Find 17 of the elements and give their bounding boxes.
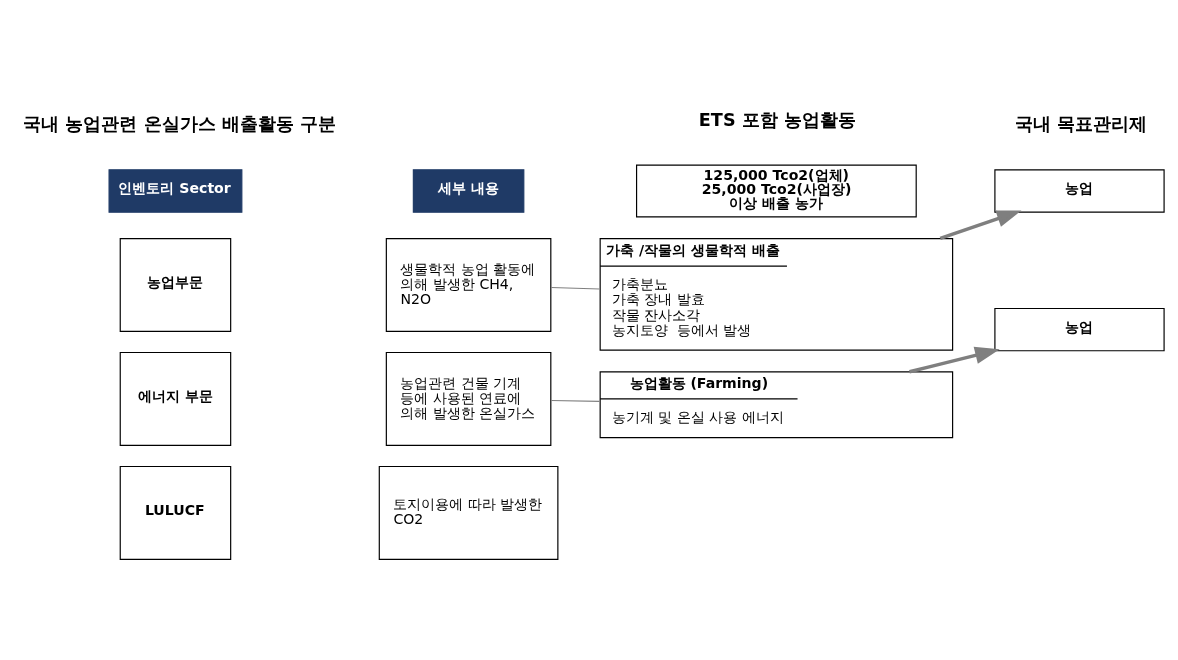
node-box: 토지이용에 따라 발생한 CO2 <box>378 465 559 560</box>
arrow <box>939 209 1022 240</box>
connector <box>550 286 601 290</box>
node-box: 인벤토리 Sector <box>108 168 243 213</box>
node-box: 세부 내용 <box>412 168 525 213</box>
node-box: 에너지 부문 <box>119 351 232 446</box>
label: ETS 포함 농업활동 <box>698 109 856 130</box>
node-box: 125,000 Tco2(업체) 25,000 Tco2(사업장) 이상 배출 농가 <box>636 164 917 217</box>
node-box: 농업 <box>994 307 1165 351</box>
node-box: LULUCF <box>119 465 232 560</box>
label: 국내 농업관련 온실가스 배출활동 구분 <box>23 113 336 134</box>
node-box: 농업관련 건물 기계 등에 사용된 연료에 의해 발생한 온실가스 <box>385 351 552 446</box>
connector <box>550 399 601 402</box>
node-box: 생물학적 농업 활동에 의해 발생한 CH4, N2O <box>385 237 552 332</box>
label: 국내 목표관리제 <box>1014 113 1148 134</box>
node-box: 농업부문 <box>119 237 232 332</box>
node-box: 농업 <box>994 168 1165 213</box>
